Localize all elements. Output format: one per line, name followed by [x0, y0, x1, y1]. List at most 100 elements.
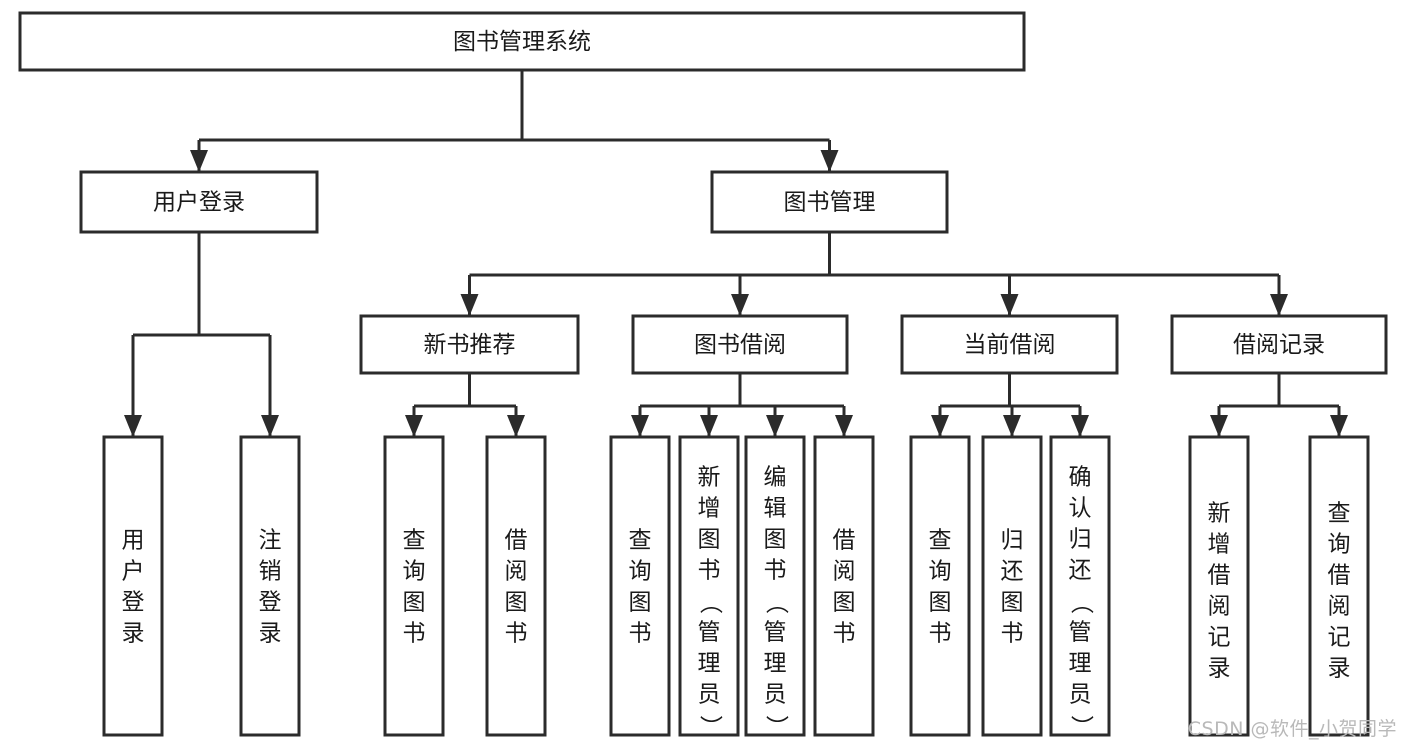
arrow-head-icon	[261, 415, 279, 437]
node-book-borrow[interactable]: 图书借阅	[631, 314, 849, 375]
node-label-char: 员	[1069, 682, 1092, 708]
node-label-root: 图书管理系统	[453, 29, 591, 55]
arrow-head-icon	[835, 415, 853, 437]
node-label-char: 录	[1328, 656, 1351, 682]
node-label-char: 新	[1208, 501, 1231, 527]
arrow-head-icon	[1071, 415, 1089, 437]
node-box-book-manage	[710, 170, 949, 234]
node-box-leaf-return-book	[981, 435, 1043, 737]
arrow-head-icon	[631, 415, 649, 437]
node-label-char: 阅	[1208, 594, 1231, 620]
node-box-leaf-query-book-recommend	[383, 435, 445, 737]
node-box-leaf-query-book-borrow	[609, 435, 671, 737]
node-label-char: 理	[764, 651, 787, 677]
node-label-char: 户	[122, 559, 145, 585]
node-label-char: 认	[1069, 496, 1092, 522]
arrow-head-icon	[1003, 415, 1021, 437]
node-label-char: 注	[259, 528, 282, 554]
node-box-new-book-recommend	[359, 314, 580, 375]
node-label-char: 阅	[1328, 594, 1351, 620]
node-label-char: 借	[833, 528, 856, 554]
node-label-current-borrow: 当前借阅	[964, 332, 1056, 358]
node-label-char: 还	[1069, 558, 1092, 584]
node-box-root	[18, 11, 1026, 72]
node-label-char: 查	[629, 528, 652, 554]
node-label-char: 销	[259, 559, 282, 585]
node-label-new-book-recommend: 新书推荐	[424, 332, 516, 358]
node-leaf-user-login[interactable]: 用户登录	[102, 435, 164, 737]
node-label-char: 查	[1328, 501, 1351, 527]
node-label-char: 图	[833, 590, 856, 616]
node-user-login[interactable]: 用户登录	[79, 170, 319, 234]
node-label-char: 图	[698, 527, 721, 553]
node-label-char: 增	[698, 496, 721, 522]
node-box-leaf-add-book	[678, 435, 740, 737]
node-box-leaf-query-book-current	[909, 435, 971, 737]
node-current-borrow[interactable]: 当前借阅	[900, 314, 1119, 375]
node-label-char: 录	[122, 621, 145, 647]
arrow-head-icon	[124, 415, 142, 437]
node-root[interactable]: 图书管理系统	[18, 11, 1026, 72]
arrow-head-icon	[1330, 415, 1348, 437]
node-label-borrow-record: 借阅记录	[1233, 332, 1325, 358]
node-label-char: 图	[505, 590, 528, 616]
node-label-char: 图	[764, 527, 787, 553]
node-label-char: 还	[1001, 559, 1024, 585]
arrow-head-icon	[460, 294, 479, 316]
node-label-char: ）	[763, 715, 789, 738]
node-label-char: 阅	[833, 559, 856, 585]
node-label-char: 图	[929, 590, 952, 616]
node-label-char: 辑	[764, 496, 787, 522]
arrow-head-icon	[405, 415, 423, 437]
node-label-char: 书	[403, 621, 426, 647]
node-box-leaf-borrow-book-recommend	[485, 435, 547, 737]
node-box-leaf-logout	[239, 435, 301, 737]
node-new-book-recommend[interactable]: 新书推荐	[359, 314, 580, 375]
node-box-leaf-confirm-return	[1049, 435, 1111, 737]
node-label-char: ）	[697, 715, 723, 738]
node-label-char: 询	[1328, 532, 1351, 558]
node-label-char: （	[763, 591, 789, 614]
node-label-char: 增	[1208, 532, 1231, 558]
arrow-head-icon	[766, 415, 784, 437]
node-label-char: 录	[1208, 656, 1231, 682]
node-label-char: 图	[1001, 590, 1024, 616]
node-label-char: 理	[1069, 651, 1092, 677]
arrow-head-icon	[700, 415, 718, 437]
node-label-char: 录	[259, 621, 282, 647]
arrow-head-icon	[1270, 294, 1288, 316]
node-box-book-borrow	[631, 314, 849, 375]
node-label-char: 编	[764, 465, 787, 491]
node-label-char: 确	[1069, 465, 1092, 491]
node-box-user-login	[79, 170, 319, 234]
node-label-char: 归	[1001, 528, 1024, 554]
node-label-char: 书	[505, 621, 528, 647]
node-label-book-borrow: 图书借阅	[694, 332, 786, 358]
connectors-layer	[124, 70, 1348, 437]
node-label-char: （	[697, 591, 723, 614]
node-label-char: ）	[1068, 715, 1094, 738]
node-label-char: 登	[259, 590, 282, 616]
node-label-char: 理	[698, 651, 721, 677]
node-book-manage[interactable]: 图书管理	[710, 170, 949, 234]
node-label-char: 借	[505, 528, 528, 554]
node-label-char: 书	[629, 621, 652, 647]
node-borrow-record[interactable]: 借阅记录	[1170, 314, 1388, 375]
node-label-char: 查	[403, 528, 426, 554]
arrow-head-icon	[1210, 415, 1228, 437]
node-label-char: 询	[403, 559, 426, 585]
